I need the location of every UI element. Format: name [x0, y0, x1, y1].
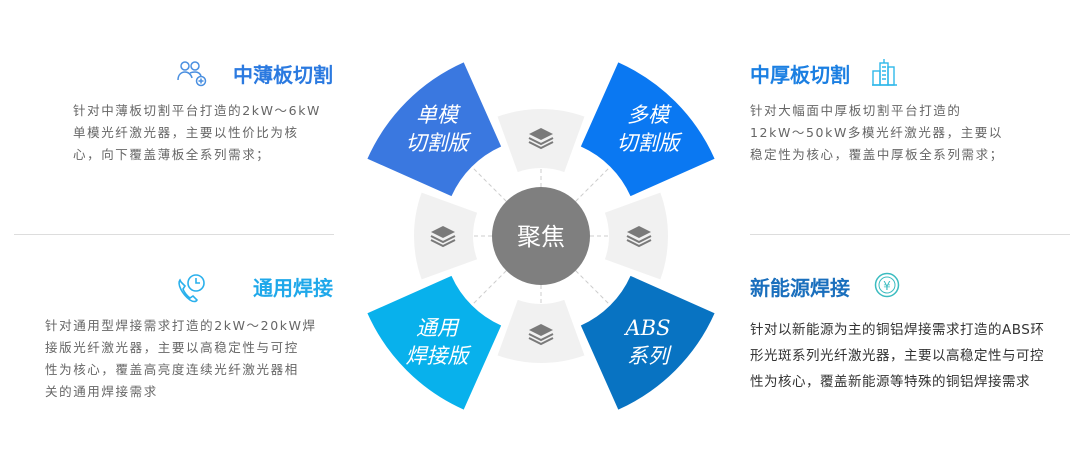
body-line: 形光斑系列光纤激光器，主要以高稳定性与可控 — [750, 348, 1044, 364]
body-line: 12kW～50kW多模光纤激光器，主要以 — [750, 125, 1004, 140]
body-line: 单模光纤激光器，主要以性价比为核 — [73, 125, 299, 140]
sector-label-single-mode-2: 切割版 — [406, 131, 472, 155]
phone-clock-icon — [178, 274, 205, 303]
users-plus-icon — [177, 61, 207, 87]
layers-icon — [528, 324, 554, 346]
sector-label-abs-1: ABS — [624, 316, 671, 340]
section-body-new-energy-welding: 针对以新能源为主的铜铝焊接需求打造的ABS环 形光斑系列光纤激光器，主要以高稳定… — [750, 317, 1044, 395]
sector-label-multi-mode-1: 多模 — [627, 103, 672, 127]
sector-label-multi-mode-2: 切割版 — [617, 131, 683, 155]
body-line: 接版光纤激光器，主要以高稳定性与可控 — [45, 340, 299, 355]
body-line: 性为核心，覆盖高亮度连续光纤激光器相 — [45, 362, 299, 377]
center-label: 聚焦 — [517, 223, 565, 251]
sector-multi-mode-cutting — [580, 62, 715, 197]
sector-label-single-mode-1: 单模 — [416, 103, 461, 127]
sector-general-welding — [367, 275, 502, 410]
section-title-thin-plate-cutting: 中薄板切割 — [233, 63, 333, 87]
sector-label-welding-1: 通用 — [416, 316, 460, 340]
sector-abs-series — [580, 275, 715, 410]
gray-sector-top — [497, 108, 585, 173]
section-title-thick-plate-cutting: 中厚板切割 — [750, 63, 850, 87]
section-title-new-energy-welding: 新能源焊接 — [750, 276, 850, 300]
body-line: 关的通用焊接需求 — [45, 384, 158, 399]
layers-icon — [430, 226, 456, 248]
body-line: 针对以新能源为主的铜铝焊接需求打造的ABS环 — [750, 322, 1045, 338]
yuan-coin-icon: ¥ — [874, 272, 900, 298]
sector-label-welding-2: 焊接版 — [406, 344, 472, 368]
body-line: 性为核心，覆盖新能源等特殊的铜铝焊接需求 — [750, 374, 1030, 390]
section-body-general-welding: 针对通用型焊接需求打造的2kW～20kW焊 接版光纤激光器，主要以高稳定性与可控… — [45, 315, 317, 403]
body-line: 针对通用型焊接需求打造的2kW～20kW焊 — [45, 318, 317, 333]
center-circle — [492, 187, 590, 285]
divider-right — [750, 234, 1070, 235]
buildings-icon — [872, 59, 897, 86]
body-line: 针对大幅面中厚板切割平台打造的 — [750, 103, 962, 118]
layers-icon — [528, 128, 554, 150]
section-body-thin-plate-cutting: 针对中薄板切割平台打造的2kW～6kW 单模光纤激光器，主要以性价比为核 心，向… — [73, 100, 333, 166]
svg-text:¥: ¥ — [883, 279, 891, 293]
layers-icon — [626, 226, 652, 248]
body-line: 心，向下覆盖薄板全系列需求； — [73, 147, 271, 162]
sector-label-abs-2: 系列 — [627, 344, 672, 368]
sector-single-mode-cutting — [367, 62, 502, 197]
body-line: 针对中薄板切割平台打造的2kW～6kW — [73, 103, 322, 118]
divider-left — [14, 234, 334, 235]
body-line: 稳定性为核心，覆盖中厚板全系列需求； — [750, 147, 1004, 162]
section-body-thick-plate-cutting: 针对大幅面中厚板切割平台打造的 12kW～50kW多模光纤激光器，主要以 稳定性… — [750, 100, 1004, 166]
section-title-general-welding: 通用焊接 — [253, 276, 333, 300]
